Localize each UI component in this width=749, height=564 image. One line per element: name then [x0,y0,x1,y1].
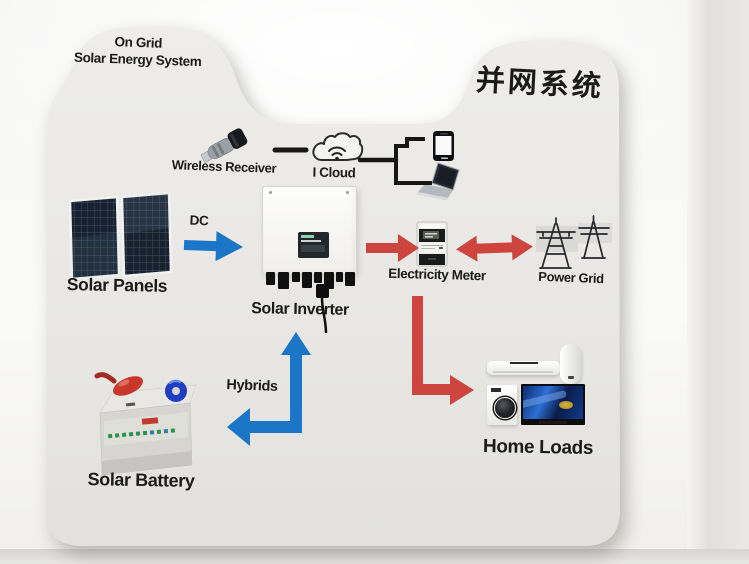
usb-wireless-receiver-icon [200,128,248,163]
wifi-icon [328,146,346,156]
tv-screen [523,386,583,419]
inverter-mount-dot [346,191,349,194]
inverter-display-text [301,235,314,238]
solar-inverter-icon [262,186,357,275]
label-solar-battery: Solar Battery [87,469,195,491]
wall-right-band [687,0,749,564]
label-dc: DC [189,212,209,229]
cloud-icon [312,132,364,161]
tv-screen-image [559,401,573,409]
battery-terminal-blue [165,379,187,402]
tv-icon [521,384,585,425]
inverter-connectors [266,272,355,289]
washer-door [494,397,516,419]
label-solar-inverter: Solar Inverter [251,300,349,319]
water-heater-icon [560,344,581,384]
inverter-mount-dot [269,191,272,194]
air-conditioner-icon [487,361,560,375]
smartphone-icon [433,131,454,161]
label-electricity-meter: Electricity Meter [388,265,486,284]
washer-control-panel [491,388,501,392]
label-power-grid: Power Grid [538,268,604,287]
label-icloud: I Cloud [312,164,356,181]
laptop-icon [417,162,460,201]
solar-battery-icon [94,372,197,476]
ac-bottom-vent [493,371,553,373]
inverter-display-keys [301,245,325,252]
battery-terminal-red [94,372,143,396]
title-chinese: 并网系统 [475,64,605,104]
washing-machine-icon [487,385,517,425]
inverter-display [298,232,329,258]
label-solar-panels: Solar Panels [66,274,168,296]
inverter-display-text [301,240,321,242]
ac-vent-line [510,362,538,364]
heater-control [568,376,574,379]
label-hybrids: Hybrids [226,377,278,395]
title-english: On Grid Solar Energy System [74,32,203,70]
electricity-meter-icon [416,221,448,267]
solar-panels-icon [68,191,173,281]
label-home-loads: Home Loads [482,436,594,459]
floor-strip [0,549,749,564]
tv-stand [539,421,567,424]
power-grid-pylon-icon [536,215,612,269]
